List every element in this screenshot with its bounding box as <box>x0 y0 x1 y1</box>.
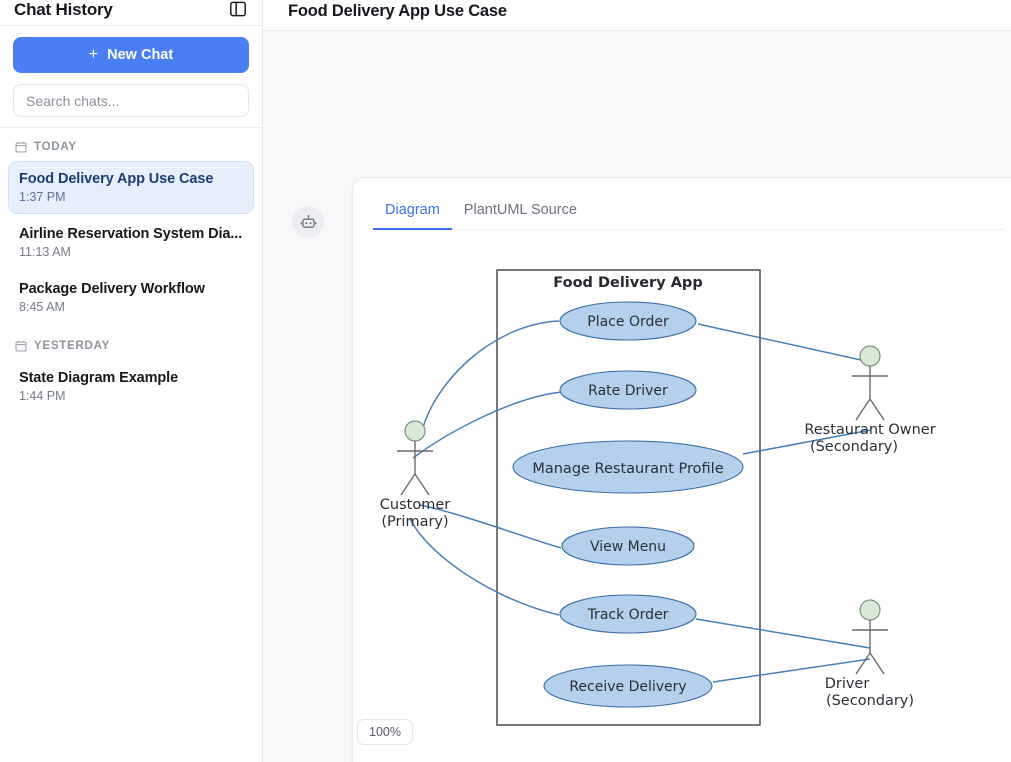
use-case-place-order[interactable]: Place Order <box>559 301 697 341</box>
diagram-canvas[interactable]: 100% Food Delivery App <box>357 262 1011 762</box>
actor-role: (Secondary) <box>810 439 898 455</box>
sidebar-title: Chat History <box>14 0 113 19</box>
chat-item-title: Airline Reservation System Dia... <box>19 226 243 242</box>
use-case-label: Rate Driver <box>588 383 668 399</box>
panel-layout-icon[interactable] <box>228 0 248 19</box>
system-boundary-rect <box>496 269 761 726</box>
chat-group-label: YESTERDAY <box>34 340 110 352</box>
system-boundary-label: Food Delivery App <box>553 275 702 291</box>
actor-role: (Secondary) <box>826 693 914 709</box>
chat-item-time: 1:37 PM <box>19 190 66 204</box>
actor-name: Driver <box>825 676 870 692</box>
use-case-label: Receive Delivery <box>569 679 686 695</box>
page-title: Food Delivery App Use Case <box>288 1 507 20</box>
assoc-owner-place-order <box>697 323 871 363</box>
actor-name: Customer <box>380 497 450 513</box>
sidebar-actions: + New Chat <box>0 26 262 128</box>
actor-restaurant-owner[interactable]: Restaurant Owner (Secondary) <box>804 345 936 455</box>
chat-list[interactable]: TODAY Food Delivery App Use Case 1:37 PM… <box>0 128 262 762</box>
chat-item-title: State Diagram Example <box>19 370 179 386</box>
assoc-customer-track-order <box>409 518 560 616</box>
assoc-customer-place-order <box>420 320 560 436</box>
assoc-customer-view-menu <box>419 504 562 549</box>
actor-customer[interactable]: Customer (Primary) <box>380 420 450 530</box>
use-case-label: Manage Restaurant Profile <box>532 461 723 477</box>
main-header: Food Delivery App Use Case <box>263 0 1011 31</box>
zoom-level-badge[interactable]: 100% <box>357 719 413 745</box>
use-case-nodes: Place Order Rate Driver Manage Restauran… <box>512 301 744 708</box>
new-chat-button[interactable]: + New Chat <box>13 37 249 73</box>
chat-item-title: Food Delivery App Use Case <box>19 171 214 187</box>
tab-diagram[interactable]: Diagram <box>373 202 452 230</box>
search-wrapper <box>13 84 249 117</box>
sidebar-header: Chat History <box>0 0 262 26</box>
chat-group-today: TODAY <box>0 136 262 159</box>
tab-plantuml-source[interactable]: PlantUML Source <box>452 202 589 229</box>
calendar-icon <box>15 340 27 352</box>
use-case-view-menu[interactable]: View Menu <box>561 526 695 566</box>
chat-item-food-delivery-app-use-case[interactable]: Food Delivery App Use Case 1:37 PM <box>8 161 254 214</box>
conversation-area: Diagram PlantUML Source 100% Food Delive… <box>263 31 1011 762</box>
chat-item-time: 8:45 AM <box>19 300 65 314</box>
use-case-rate-driver[interactable]: Rate Driver <box>559 370 697 410</box>
chat-item-time: 1:44 PM <box>19 389 66 403</box>
use-case-label: Track Order <box>587 607 669 623</box>
chat-item-title: Package Delivery Workflow <box>19 281 205 297</box>
new-chat-label: New Chat <box>107 47 174 63</box>
chat-item-time: 11:13 AM <box>19 245 71 259</box>
chat-item-airline-reservation-system[interactable]: Airline Reservation System Dia... 11:13 … <box>8 216 254 269</box>
actor-role: (Primary) <box>381 514 448 530</box>
search-input[interactable] <box>13 84 249 117</box>
use-case-label: Place Order <box>587 314 669 330</box>
actor-driver[interactable]: Driver (Secondary) <box>825 599 914 709</box>
assoc-driver-receive-delivery <box>712 658 871 683</box>
use-case-label: View Menu <box>590 539 666 555</box>
calendar-icon <box>15 141 27 153</box>
use-case-receive-delivery[interactable]: Receive Delivery <box>543 664 713 708</box>
association-lines <box>409 320 872 683</box>
chat-group-label: TODAY <box>34 141 77 153</box>
actor-name: Restaurant Owner <box>804 422 935 438</box>
chat-item-package-delivery-workflow[interactable]: Package Delivery Workflow 8:45 AM <box>8 271 254 324</box>
chat-group-yesterday: YESTERDAY <box>0 335 262 358</box>
assoc-driver-track-order <box>695 618 871 649</box>
assoc-owner-manage-profile <box>742 429 872 455</box>
diagram-card: Diagram PlantUML Source 100% Food Delive… <box>352 177 1011 762</box>
use-case-track-order[interactable]: Track Order <box>559 594 697 634</box>
plus-icon: + <box>88 46 99 63</box>
sidebar: Chat History + New Chat <box>0 0 263 762</box>
assoc-customer-rate-driver <box>412 391 563 459</box>
main-content: Food Delivery App Use Case Diagram Plant… <box>263 0 1011 762</box>
chat-item-state-diagram-example[interactable]: State Diagram Example 1:44 PM <box>8 360 254 413</box>
use-case-diagram: Food Delivery App <box>380 269 936 726</box>
robot-icon <box>292 206 324 238</box>
card-tabs: Diagram PlantUML Source <box>373 178 1004 230</box>
use-case-manage-restaurant-profile[interactable]: Manage Restaurant Profile <box>512 440 744 494</box>
